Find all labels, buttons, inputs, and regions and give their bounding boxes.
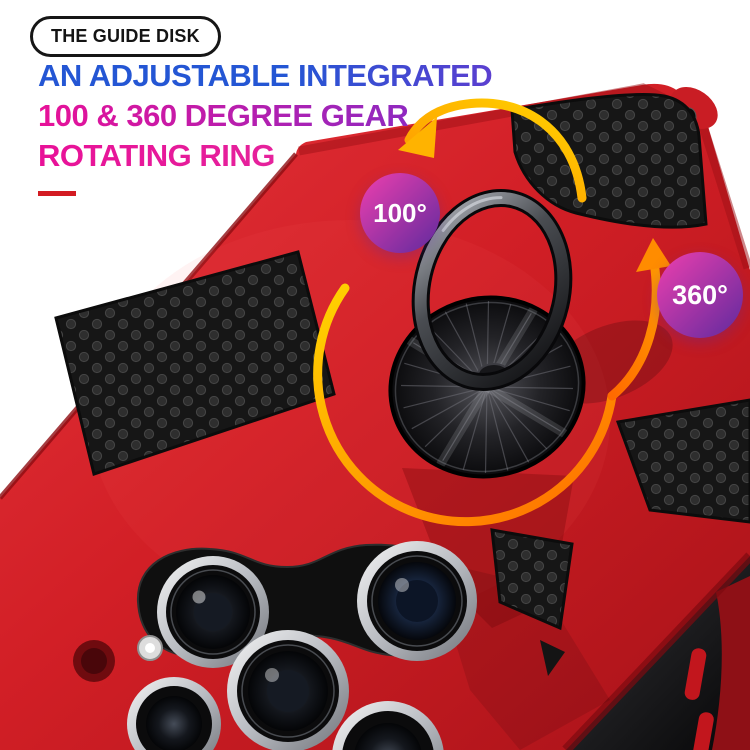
honeycomb-panel-left [54,250,336,476]
accent-underline [38,191,76,196]
camera-lens [127,677,221,750]
camera-module [73,541,477,750]
angle-badge-360-label: 360° [672,279,728,310]
arrowhead-360-icon [636,238,671,272]
flash-led [137,635,163,661]
honeycomb-panel-right [615,398,750,524]
camera-lens [157,556,269,668]
side-button [693,712,714,750]
case-side-rail [712,576,750,750]
angle-badge-360: 360° [657,252,743,338]
guide-disk-badge-label: THE GUIDE DISK [51,26,200,46]
honeycomb-chip [540,640,565,676]
honeycomb-bumpers [54,93,750,676]
honeycomb-panel-top-right [510,93,708,229]
page-title: AN ADJUSTABLE INTEGRATED 100 & 360 DEGRE… [38,56,493,176]
flash-cutout [73,640,115,682]
headline-line-3: ROTATING RING [38,136,492,176]
angle-badge-100: 100° [360,173,440,253]
rotation-arrow-360 [607,257,661,401]
rotation-arrows [313,98,671,527]
rotating-ring [411,189,573,391]
camera-lens [332,701,444,750]
side-button [684,648,707,700]
arrowhead-100-icon [398,117,437,158]
headline-line-1: AN ADJUSTABLE INTEGRATED [38,56,493,96]
camera-lens [227,630,349,750]
camera-lens [357,541,477,661]
honeycomb-panel-bottom [490,528,574,631]
guide-disk-badge: THE GUIDE DISK [30,16,221,57]
rotation-arrow-100 [404,98,587,203]
angle-badge-100-label: 100° [373,197,427,228]
ring-kickstand [388,189,673,479]
headline-line-2: 100 & 360 DEGREE GEAR [38,96,492,136]
rotation-arc [313,283,617,527]
case-bottom-edge [562,552,750,750]
